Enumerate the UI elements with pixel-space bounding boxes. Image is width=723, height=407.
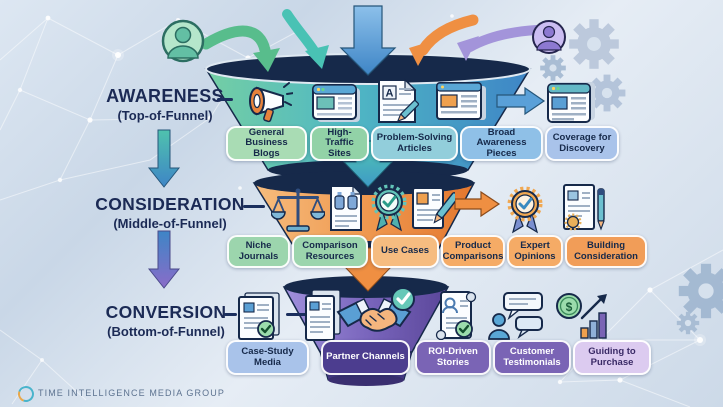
funnel-item-pill: Problem-Solving Articles bbox=[371, 126, 458, 161]
funnel-item-pill: Expert Opinions bbox=[507, 235, 563, 268]
image-article-icon bbox=[435, 80, 487, 122]
connector-dash bbox=[217, 98, 233, 101]
funnel-item-pill: Use Cases bbox=[371, 235, 439, 268]
gear-icon bbox=[540, 19, 723, 335]
connector-dash bbox=[286, 313, 308, 316]
arrow-right-awareness-icon bbox=[496, 86, 546, 116]
funnel-item-pill: Coverage for Discovery bbox=[545, 126, 619, 161]
arrow-curved-teal-icon bbox=[282, 9, 329, 69]
funnel-item-pill: Product Comparisons bbox=[441, 235, 505, 268]
funnel-item-pill: Building Consideration bbox=[565, 235, 647, 268]
expert-badge-icon bbox=[505, 186, 545, 234]
stage-subtitle: (Bottom-of-Funnel) bbox=[107, 324, 225, 339]
arrow-down-stage-1-2 bbox=[147, 129, 181, 188]
funnel-item-pill: ROI-Driven Stories bbox=[415, 340, 491, 375]
arrow-curved-orange-icon bbox=[409, 14, 479, 66]
funnel-item-pill: Broad Awareness Pieces bbox=[460, 126, 543, 161]
stage-label-conversion: CONVERSION (Bottom-of-Funnel) bbox=[60, 302, 272, 339]
funnel-item-pill: Guiding to Purchase bbox=[573, 340, 651, 375]
arrow-curved-green-icon bbox=[200, 25, 280, 72]
case-study-doc-icon bbox=[235, 291, 285, 341]
article-a-pencil-icon: A bbox=[375, 78, 419, 126]
funnel-item-pill: Partner Channels bbox=[321, 340, 410, 375]
funnel-item-pill: Customer Testimonials bbox=[493, 340, 571, 375]
browser-window-icon bbox=[311, 83, 361, 123]
comparison-doc-icon bbox=[327, 184, 365, 232]
stage-subtitle: (Middle-of-Funnel) bbox=[113, 216, 227, 231]
user-avatar-green-icon bbox=[161, 19, 205, 63]
funnel-item-pill: Niche Journals bbox=[227, 235, 290, 268]
stage-title: CONVERSION bbox=[105, 302, 227, 322]
badge-check-icon bbox=[369, 183, 409, 233]
arrow-curved-purple-icon bbox=[457, 25, 541, 61]
roi-scroll-icon bbox=[433, 288, 479, 344]
svg-text:A: A bbox=[386, 88, 394, 100]
user-avatar-purple-icon bbox=[532, 20, 566, 54]
megaphone-icon bbox=[243, 78, 293, 124]
write-doc-icon bbox=[409, 184, 455, 232]
arrow-right-consideration-icon bbox=[454, 190, 501, 218]
building-doc-icon bbox=[558, 183, 608, 233]
stage-label-awareness: AWARENESS (Top-of-Funnel) bbox=[60, 86, 270, 123]
stage-label-consideration: CONSIDERATION (Middle-of-Funnel) bbox=[62, 194, 278, 231]
svg-text:$: $ bbox=[566, 300, 573, 314]
check-circle-icon bbox=[390, 286, 416, 312]
connector-dash bbox=[224, 313, 237, 316]
handshake-icon bbox=[336, 294, 412, 342]
stage-title: AWARENESS bbox=[106, 86, 224, 106]
funnel-item-pill: General Business Blogs bbox=[226, 126, 307, 161]
stage-subtitle: (Top-of-Funnel) bbox=[117, 108, 213, 123]
arrow-down-stage-2-3 bbox=[147, 230, 181, 289]
growth-chart-icon: $ bbox=[554, 290, 610, 342]
scales-icon bbox=[271, 186, 325, 234]
connector-dash bbox=[243, 205, 265, 208]
coverage-browser-icon bbox=[546, 80, 596, 126]
funnel-item-pill: Case-Study Media bbox=[226, 340, 309, 375]
stage-title: CONSIDERATION bbox=[95, 194, 245, 214]
brand-name: TIME INTELLIGENCE MEDIA GROUP bbox=[38, 388, 225, 398]
funnel-item-pill: High-Traffic Sites bbox=[310, 126, 369, 161]
testimonials-icon bbox=[488, 291, 544, 341]
funnel-item-pill: Comparison Resources bbox=[292, 235, 368, 268]
contract-doc-icon bbox=[302, 288, 344, 342]
arrow-down-inflow-icon bbox=[339, 5, 397, 76]
